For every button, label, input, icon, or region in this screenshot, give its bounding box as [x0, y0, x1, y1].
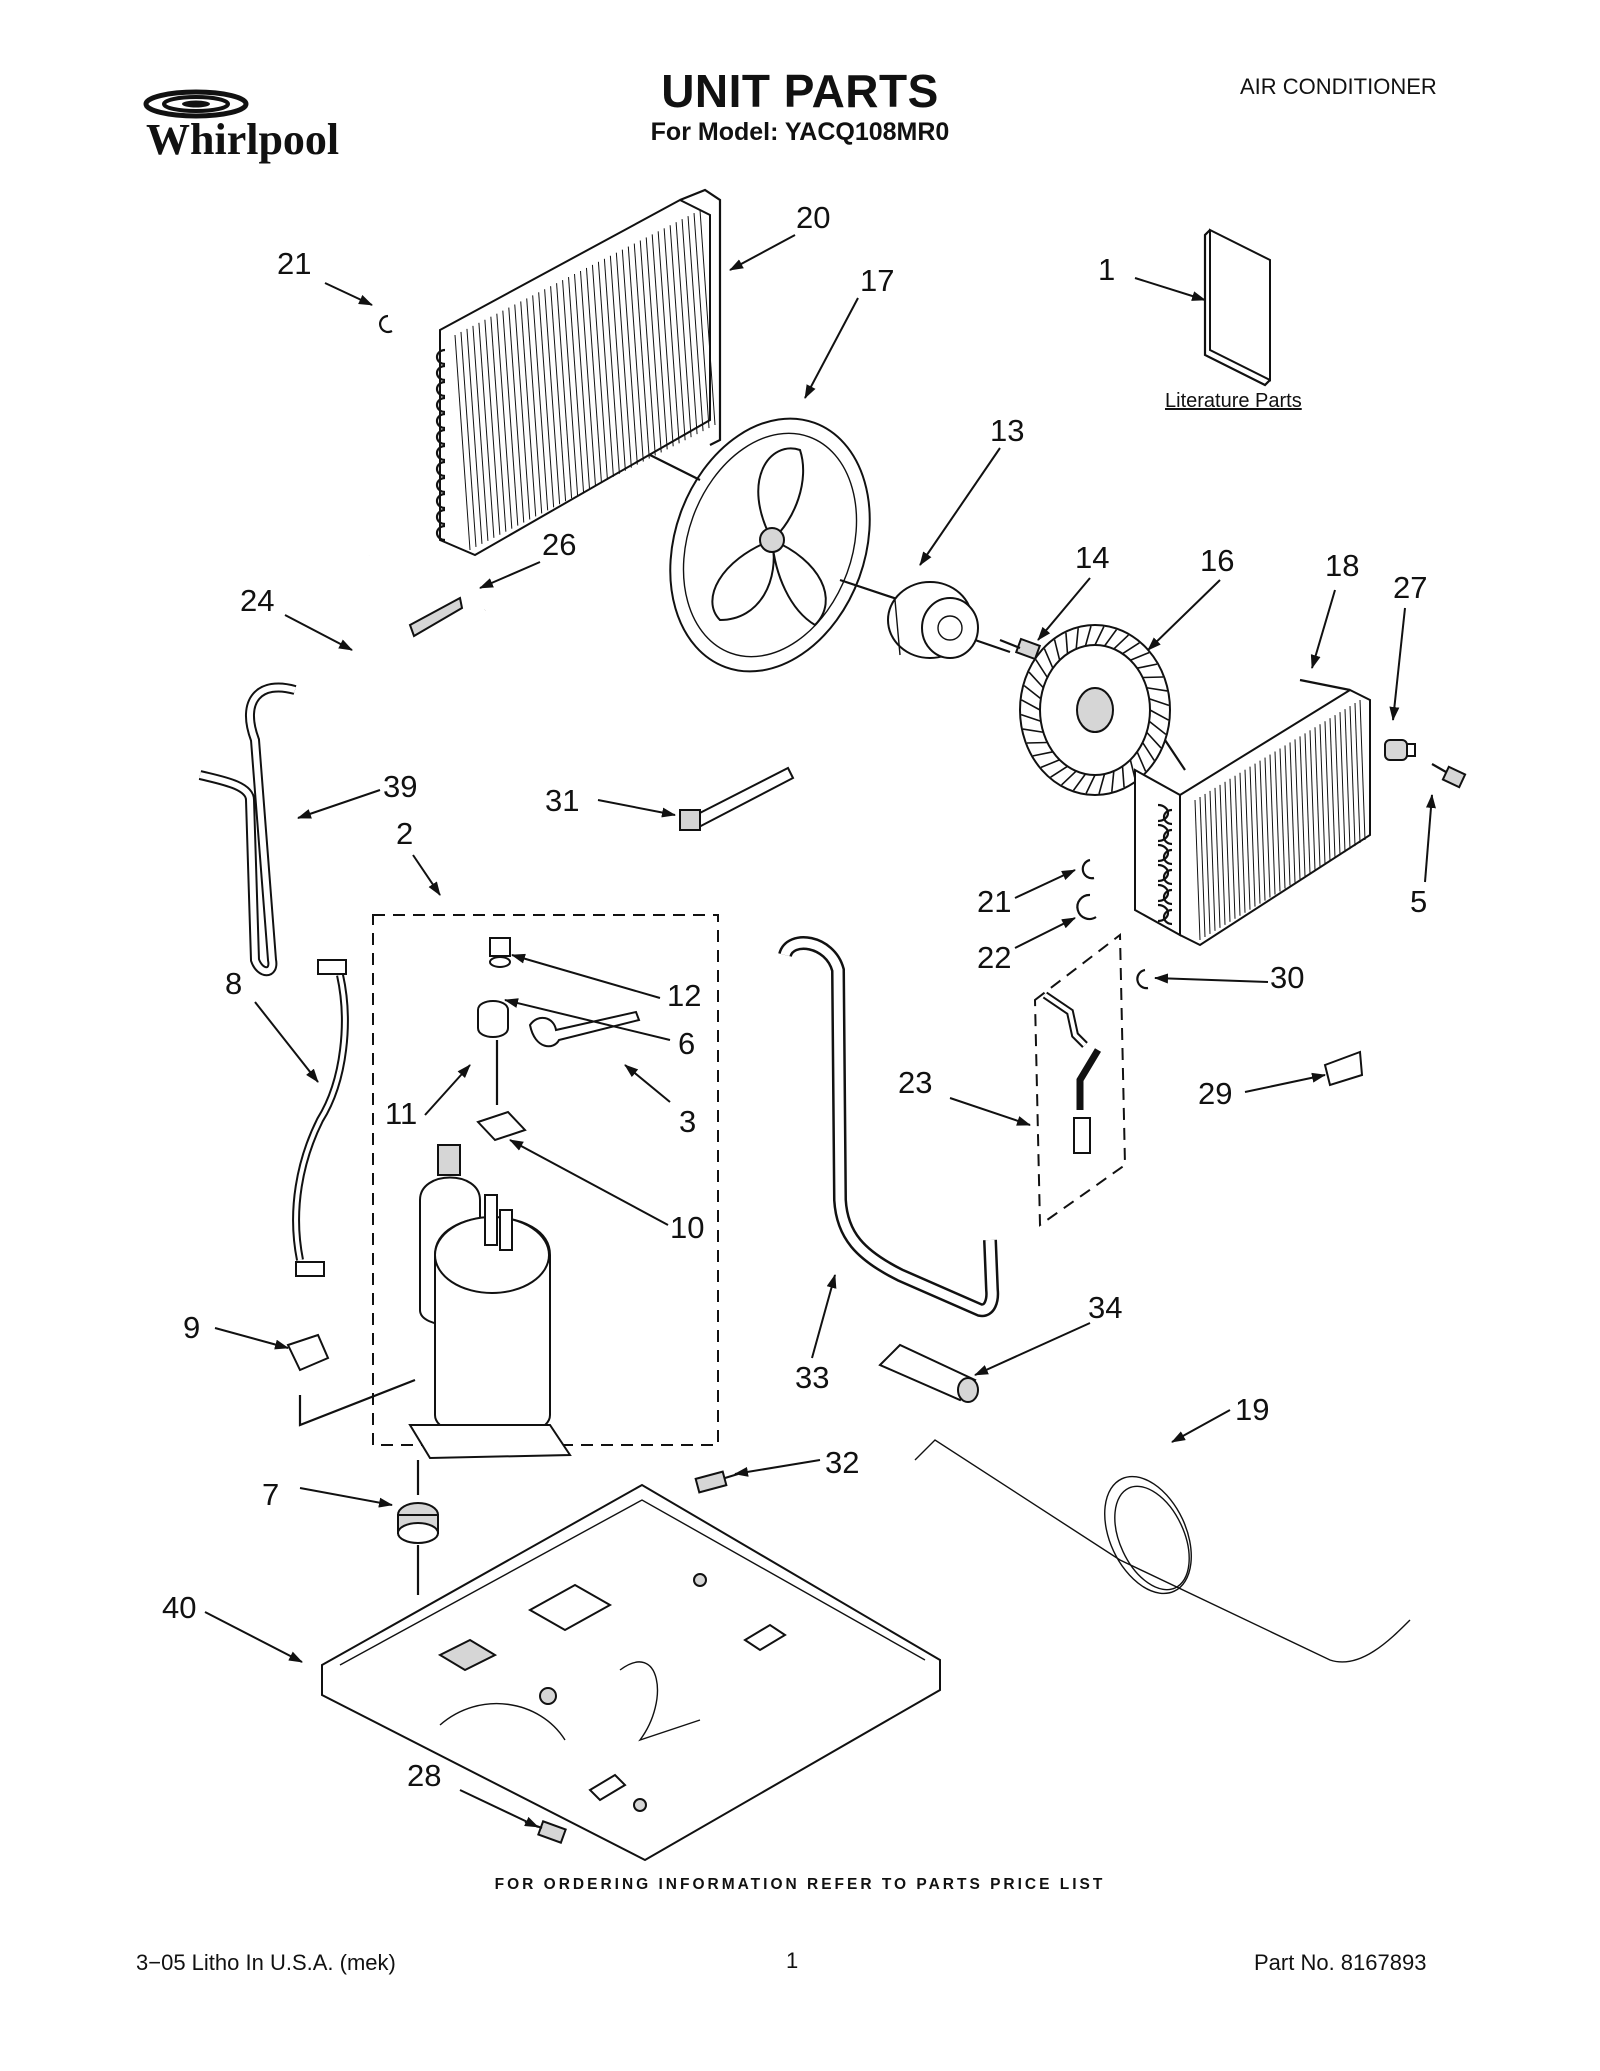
callout-18: 18 [1325, 548, 1360, 583]
callout-40: 40 [162, 1590, 197, 1625]
clip-22 [1076, 893, 1097, 921]
logo-wordmark: Whirlpool [146, 115, 339, 164]
callout-10: 10 [670, 1210, 705, 1245]
callout-8: 8 [225, 966, 243, 1001]
compressor [408, 937, 641, 1460]
callout-6: 6 [678, 1026, 696, 1061]
callout-24: 24 [240, 583, 275, 618]
clip-9 [286, 1333, 330, 1372]
clip-21-right [1081, 858, 1095, 880]
litho-info: 3−05 Litho In U.S.A. (mek) [136, 1950, 396, 1975]
fan-motor [839, 578, 1011, 659]
product-category: AIR CONDITIONER [1240, 74, 1437, 99]
callout-14: 14 [1075, 540, 1110, 575]
grommet-7 [397, 1460, 439, 1595]
leader-arrows [204, 234, 1436, 1828]
callout-22: 22 [977, 940, 1012, 975]
callout-31: 31 [545, 783, 580, 818]
clip-30 [1136, 968, 1149, 990]
literature-book [1203, 228, 1271, 387]
callout-21-top: 21 [277, 246, 312, 281]
screw-32 [694, 1470, 739, 1494]
callout-21-right: 21 [977, 884, 1012, 919]
bracket-29 [1323, 1050, 1364, 1087]
callout-5: 5 [1410, 884, 1428, 919]
whirlpool-logo: Whirlpool [138, 74, 388, 174]
page-title: UNIT PARTS [661, 65, 939, 117]
callout-7: 7 [262, 1477, 280, 1512]
callout-12: 12 [667, 978, 702, 1013]
cable-tie [679, 766, 795, 831]
drain-tube-assembly [332, 554, 488, 761]
callout-3: 3 [679, 1104, 697, 1139]
fan-blade [649, 417, 871, 673]
wire-harness [292, 959, 349, 1277]
callout-20: 20 [796, 200, 831, 235]
model-subtitle: For Model: YACQ108MR0 [650, 118, 950, 146]
tube-kit-parts [1042, 991, 1102, 1154]
capillary-tube [914, 1439, 1411, 1663]
evaporator-coil [1134, 678, 1371, 947]
callout-11: 11 [385, 1096, 418, 1131]
callout-34: 34 [1088, 1290, 1123, 1325]
callout-2: 2 [396, 816, 414, 851]
blower-wheel [1019, 624, 1186, 796]
callout-23: 23 [898, 1065, 933, 1100]
callout-28: 28 [407, 1758, 442, 1793]
callout-29: 29 [1198, 1076, 1233, 1111]
callout-16: 16 [1200, 543, 1235, 578]
callout-39: 39 [383, 769, 418, 804]
literature-parts-label: Literature Parts [1165, 390, 1302, 412]
tube-39 [198, 682, 297, 977]
callout-26: 26 [542, 527, 577, 562]
callout-30: 30 [1270, 960, 1305, 995]
callout-17: 17 [860, 263, 895, 298]
callout-32: 32 [825, 1445, 860, 1480]
suction-tube [778, 936, 1000, 1318]
condenser-coil [435, 188, 722, 557]
grommet-27 [1384, 739, 1416, 761]
clip-21-top [379, 314, 393, 334]
callout-27: 27 [1393, 570, 1428, 605]
logo-swirl-icon [143, 89, 249, 119]
tube-kit-box [1033, 933, 1127, 1227]
page-number: 1 [786, 1948, 799, 1973]
base-pan [321, 1483, 941, 1862]
callout-19: 19 [1235, 1392, 1270, 1427]
ordering-note: FOR ORDERING INFORMATION REFER TO PARTS … [494, 1876, 1106, 1893]
callout-9: 9 [183, 1310, 201, 1345]
part-number: Part No. 8167893 [1254, 1950, 1427, 1975]
screw-5 [1431, 763, 1467, 789]
screw-14 [999, 637, 1042, 661]
callout-13: 13 [990, 413, 1025, 448]
callout-1: 1 [1098, 252, 1116, 287]
insulation-tube [878, 1343, 979, 1403]
callout-33: 33 [795, 1360, 830, 1395]
